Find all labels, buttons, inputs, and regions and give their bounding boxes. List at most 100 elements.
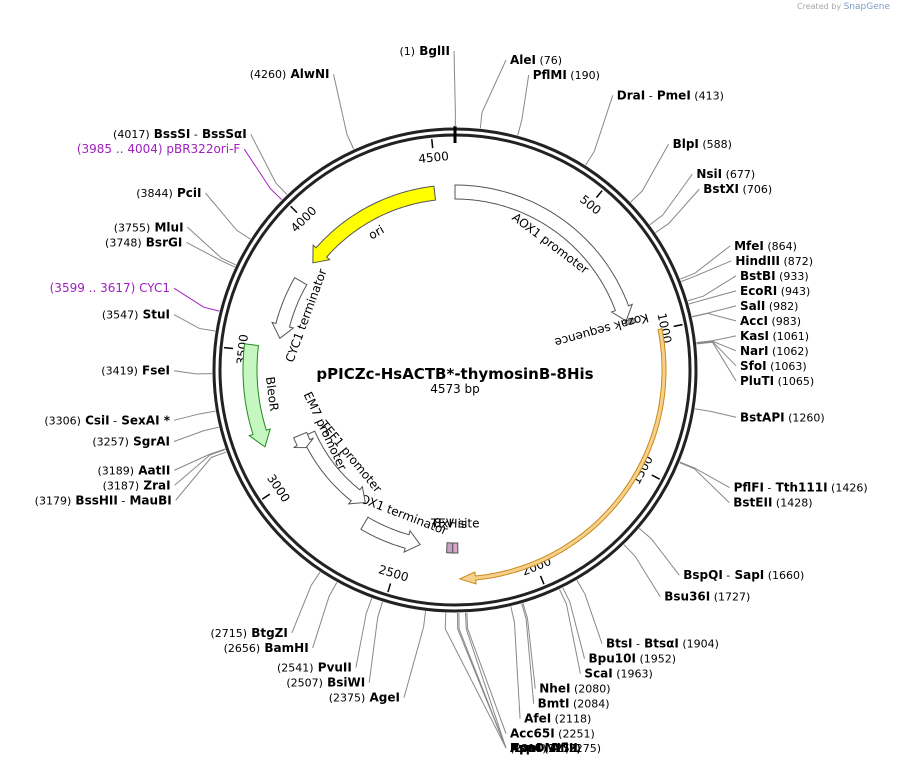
feature-aox1-promoter[interactable]: AOX1 promoter xyxy=(454,184,634,322)
site-bsu36i-leader xyxy=(623,544,661,597)
feature-aox1-terminator-arrow[interactable] xyxy=(360,516,421,553)
site-pflfi-tth111i[interactable]: PflFI - Tth111I (1426) xyxy=(679,461,868,495)
site-aflii[interactable]: (2314) AflII xyxy=(444,612,578,755)
feature-kozak-arrow[interactable] xyxy=(624,317,637,326)
site-aatii[interactable]: (3189) AatII xyxy=(98,448,226,477)
site-bsssi-bsssai[interactable]: (4017) BssSI - BssSαI xyxy=(113,127,288,195)
feature-kozak[interactable]: Kozak sequence xyxy=(553,310,650,349)
site-alwni-part: (4260) xyxy=(250,68,287,81)
site-alei-label: AleI (76) xyxy=(510,53,562,67)
plasmid-length: 4573 bp xyxy=(430,382,480,396)
site-bsshii-maubi-part: BssHII xyxy=(71,493,118,507)
site-bsu36i[interactable]: Bsu36I (1727) xyxy=(623,544,750,604)
feature-aox1-terminator[interactable]: AOX1 terminator xyxy=(351,489,450,553)
site-pluti[interactable]: PluTI (1065) xyxy=(696,341,815,388)
site-bsrgi-leader xyxy=(186,241,236,268)
feature-cyc1-terminator[interactable]: CYC1 terminator xyxy=(271,267,330,364)
site-ecori[interactable]: EcoRI (943) xyxy=(688,284,810,305)
site-sgrai-leader xyxy=(173,426,219,442)
site-apai[interactable]: ApaI (2279) xyxy=(457,612,581,755)
feature-aox1-promoter-arrow[interactable] xyxy=(454,184,634,322)
site-stui-part: (3547) xyxy=(102,309,139,322)
site-aflii-label: (2314) AflII xyxy=(510,741,578,755)
site-kasi[interactable]: KasI (1061) xyxy=(696,329,809,344)
site-alei-part: AleI xyxy=(510,53,536,67)
site-nari[interactable]: NarI (1062) xyxy=(696,340,809,358)
feature-bleor[interactable]: BleoR xyxy=(242,343,281,448)
site-stui[interactable]: (3547) StuI xyxy=(102,308,216,332)
feature-tef1-promoter-arrow[interactable] xyxy=(301,430,366,505)
site-bglii[interactable]: (1) BglII xyxy=(399,44,456,128)
site-zrai[interactable]: (3187) ZraI xyxy=(103,449,226,493)
site-cyc1[interactable]: (3599 .. 3617) CYC1 xyxy=(50,281,220,312)
site-aatii-label: (3189) AatII xyxy=(98,463,171,477)
site-csii-sexai-part: (3306) xyxy=(44,414,81,427)
feature-tev-site-label: TEV site xyxy=(430,516,480,530)
site-mlui[interactable]: (3755) MluI xyxy=(114,220,237,266)
site-bstbi[interactable]: BstBI (933) xyxy=(687,269,809,302)
feature-his-tag[interactable]: 8xHis xyxy=(434,516,468,554)
site-bsiwi[interactable]: (2507) BsiWI xyxy=(286,601,383,690)
ruler-tick xyxy=(673,323,683,328)
site-fsei[interactable]: (3419) FseI xyxy=(101,364,213,378)
site-bsrgi-part: BsrGI xyxy=(142,235,183,249)
site-bstxi[interactable]: BstXI (706) xyxy=(655,182,772,234)
feature-ori-arrow[interactable] xyxy=(312,185,437,264)
feature-ori[interactable]: ori xyxy=(312,185,437,264)
site-bsshii-maubi[interactable]: (3179) BssHII - MauBI xyxy=(35,451,227,507)
site-pvuii[interactable]: (2541) PvuII xyxy=(277,598,373,675)
site-acci-part: (983) xyxy=(768,315,801,328)
site-kpni[interactable]: KpnI (2255) xyxy=(465,612,581,755)
feature-cyc1-terminator-arrow[interactable] xyxy=(271,277,308,340)
site-pcii-part: (3844) xyxy=(136,187,173,200)
site-bamhi[interactable]: (2656) BamHI xyxy=(224,582,338,655)
site-drai-pmei[interactable]: DraI - PmeI (413) xyxy=(585,88,724,166)
feature-orf[interactable] xyxy=(458,328,667,585)
site-pcii[interactable]: (3844) PciI xyxy=(136,186,251,240)
site-scai[interactable]: ScaI (1963) xyxy=(559,589,653,681)
site-alei[interactable]: AleI (76) xyxy=(479,53,562,129)
site-acc65i[interactable]: Acc65I (2251) xyxy=(466,612,595,741)
feature-em7-promoter-arrow[interactable] xyxy=(293,431,314,449)
site-bstapi-part: (1260) xyxy=(785,411,825,424)
site-bspqi-sapi[interactable]: BspQI - SapI (1660) xyxy=(638,528,804,582)
site-blpi[interactable]: BlpI (588) xyxy=(630,137,732,203)
site-afei[interactable]: AfeI (2118) xyxy=(510,606,592,726)
feature-his-tag-arrow[interactable] xyxy=(446,542,454,554)
site-hindiii-leader xyxy=(681,260,732,282)
site-csii-sexai[interactable]: (3306) CsiI - SexAI * xyxy=(44,410,216,427)
site-nhei-label: NheI (2080) xyxy=(539,682,610,696)
site-sfoi[interactable]: SfoI (1063) xyxy=(696,340,807,373)
site-acci-part: AccI xyxy=(740,314,768,328)
site-nhei[interactable]: NheI (2080) xyxy=(522,603,611,696)
ruler-tick xyxy=(595,190,603,199)
site-sgrai[interactable]: (3257) SgrAI xyxy=(92,426,219,448)
site-bsshii-maubi-leader xyxy=(175,451,227,501)
feature-bleor-arrow[interactable] xyxy=(242,343,271,448)
site-scai-part: (1963) xyxy=(613,668,653,681)
site-bstapi-part: BstAPI xyxy=(740,410,785,424)
site-ecori-label: EcoRI (943) xyxy=(740,284,810,298)
site-agei[interactable]: (2375) AgeI xyxy=(329,611,427,705)
site-btgzi[interactable]: (2715) BtgZI xyxy=(210,571,321,640)
site-hindiii[interactable]: HindIII (872) xyxy=(681,254,813,282)
site-nsii[interactable]: NsiI (677) xyxy=(649,167,755,226)
site-bsrgi[interactable]: (3748) BsrGI xyxy=(105,235,236,268)
site-bstapi[interactable]: BstAPI (1260) xyxy=(694,408,825,424)
site-blpi-leader xyxy=(630,143,670,203)
feature-tev-site-arrow[interactable] xyxy=(452,542,459,554)
site-mfei[interactable]: MfeI (864) xyxy=(680,239,797,280)
site-bmti[interactable]: BmtI (2084) xyxy=(521,603,610,711)
site-alwni[interactable]: (4260) AlwNI xyxy=(250,67,355,150)
feature-tev-site[interactable]: TEV site xyxy=(430,516,480,554)
site-sali-label: SalI (982) xyxy=(740,299,798,313)
site-acci[interactable]: AccI (983) xyxy=(692,312,801,328)
site-btsi-btsai[interactable]: BtsI - BtsαI (1904) xyxy=(576,579,719,651)
feature-orf-arrow[interactable] xyxy=(458,328,667,585)
site-pflmi[interactable]: PflMI (190) xyxy=(517,68,600,136)
site-fsei-part: FseI xyxy=(138,364,170,378)
site-bpu10i[interactable]: Bpu10I (1952) xyxy=(562,587,676,666)
site-bsteii[interactable]: BstEII (1428) xyxy=(679,462,813,510)
site-pbr322ori-f[interactable]: (3985 .. 4004) pBR322ori-F xyxy=(77,142,283,201)
